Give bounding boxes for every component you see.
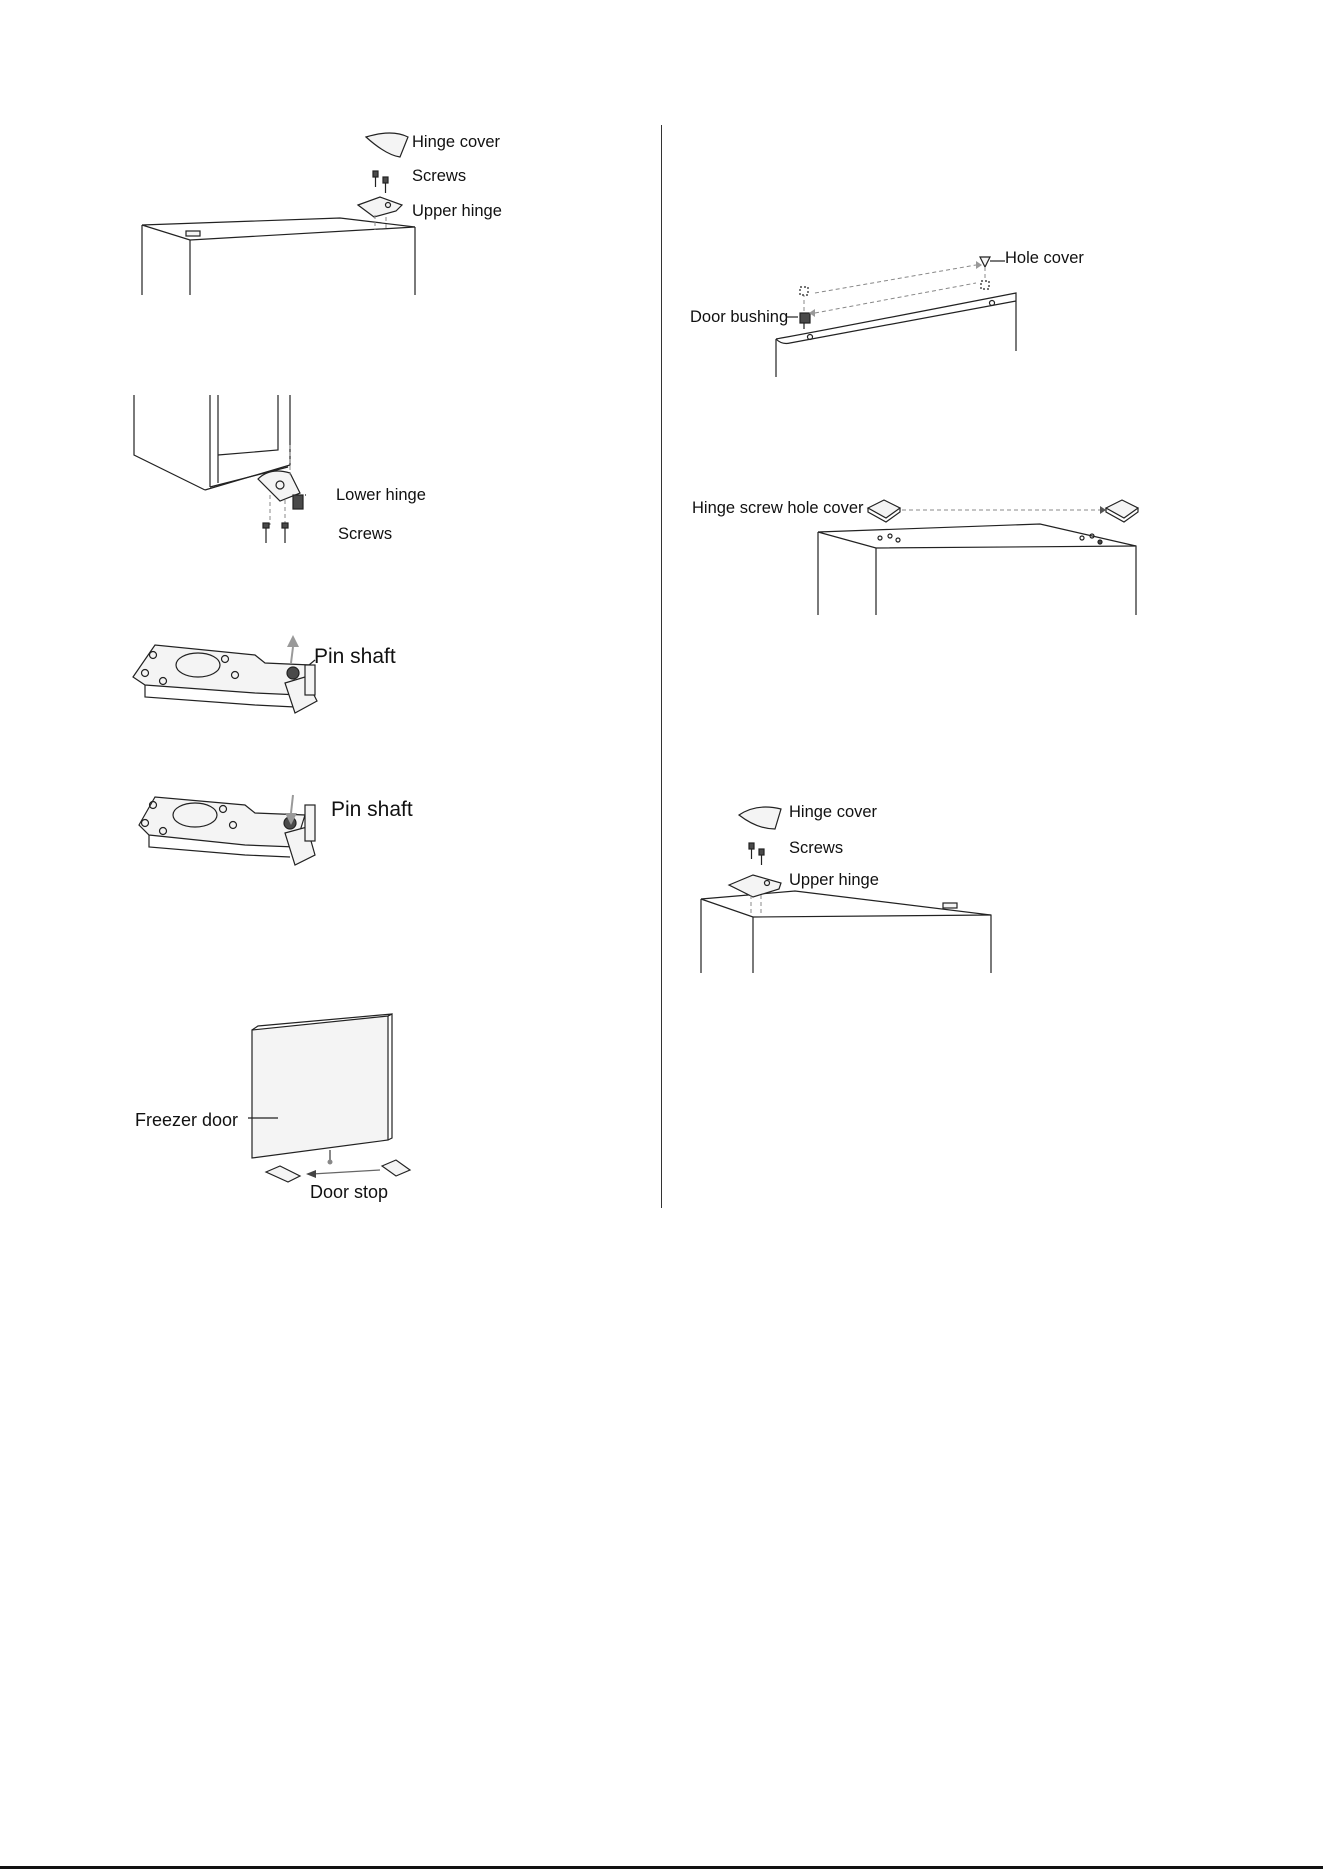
- figure-hinge-screw-hole-cover: Hinge screw hole cover: [690, 490, 1150, 620]
- page-bottom-rule: [0, 1866, 1323, 1869]
- hole-cover-icon: [980, 257, 990, 267]
- label-lower-hinge: Lower hinge: [336, 486, 426, 505]
- label-door-bushing: Door bushing: [690, 308, 788, 327]
- label-door-stop: Door stop: [310, 1182, 388, 1203]
- label-hinge-cover: Hinge cover: [789, 803, 877, 822]
- label-upper-hinge: Upper hinge: [412, 202, 502, 221]
- lower-hinge-removal-illustration: [130, 395, 460, 560]
- label-upper-hinge: Upper hinge: [789, 871, 879, 890]
- label-hole-cover: Hole cover: [1005, 249, 1084, 268]
- figure-pin-shaft-install: Pin shaft: [135, 785, 435, 910]
- freezer-door-panel: [252, 1016, 388, 1158]
- door-bushing-icon: [800, 313, 810, 323]
- label-screws: Screws: [789, 839, 843, 858]
- figure-door-bushing-swap: Hole cover Door bushing: [690, 245, 1090, 385]
- door-stop-icon: [266, 1166, 300, 1182]
- figure-upper-hinge-removal: Hinge cover Screws Upper hinge: [130, 125, 530, 300]
- figure-lower-hinge-removal: Lower hinge Screws: [130, 395, 460, 560]
- label-hinge-cover: Hinge cover: [412, 133, 500, 152]
- label-screws: Screws: [412, 167, 466, 186]
- hinge-cover-icon: [366, 133, 408, 157]
- door-stop-icon: [382, 1160, 410, 1176]
- figure-freezer-door: Freezer door Door stop: [130, 1010, 430, 1205]
- column-divider: [661, 125, 662, 1208]
- label-pin-shaft: Pin shaft: [314, 645, 396, 669]
- label-pin-shaft: Pin shaft: [331, 798, 413, 822]
- freezer-door-illustration: [130, 1010, 430, 1205]
- hinge-cover-icon: [739, 807, 781, 829]
- label-hinge-screw-hole-cover: Hinge screw hole cover: [692, 499, 864, 518]
- figure-upper-hinge-install: Hinge cover Screws Upper hinge: [695, 795, 1015, 975]
- label-freezer-door: Freezer door: [135, 1110, 238, 1131]
- pin-shaft-icon: [287, 667, 299, 679]
- label-screws: Screws: [338, 525, 392, 544]
- figure-pin-shaft-remove: Pin shaft: [125, 625, 425, 760]
